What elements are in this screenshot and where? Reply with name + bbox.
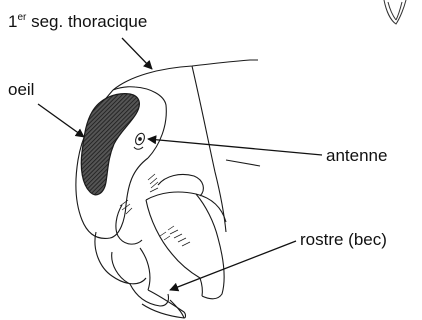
rostrum-segments	[95, 205, 186, 318]
labial-plate	[146, 192, 226, 299]
pointer-arrows	[38, 38, 322, 290]
arrow-to-rostrum	[170, 241, 296, 290]
label-first-thoracic-segment: 1er seg. thoracique	[8, 12, 147, 32]
arrow-to-eye	[38, 104, 84, 137]
label-segment-text: seg. thoracique	[26, 12, 147, 31]
arrow-to-segment	[122, 38, 152, 69]
label-rostrum: rostre (bec)	[300, 230, 387, 250]
antenna-base	[134, 132, 146, 149]
compound-eye	[81, 94, 139, 195]
label-antenna: antenne	[326, 146, 387, 166]
arrow-to-antenna	[148, 139, 322, 155]
hair-bristles	[120, 174, 190, 246]
corner-sketch-fragment	[384, 0, 406, 24]
thoracic-segment	[113, 60, 260, 232]
label-eye: oeil	[8, 80, 34, 100]
